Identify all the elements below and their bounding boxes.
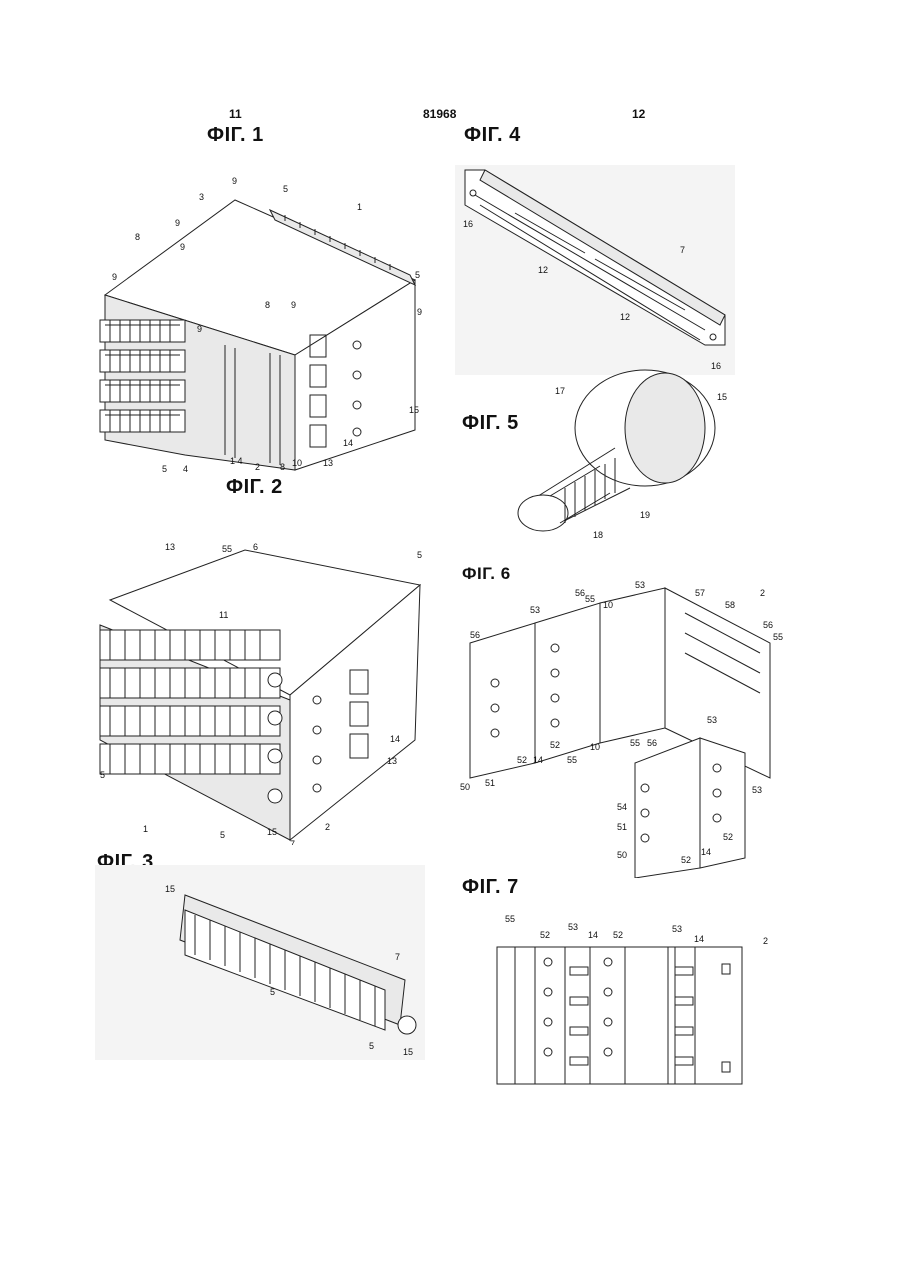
fig5-drawing: 17 15 19 18 bbox=[505, 368, 745, 548]
svg-text:10: 10 bbox=[603, 600, 613, 610]
svg-text:2: 2 bbox=[763, 936, 768, 946]
svg-text:56: 56 bbox=[763, 620, 773, 630]
svg-text:10: 10 bbox=[590, 742, 600, 752]
svg-text:14: 14 bbox=[588, 930, 598, 940]
svg-text:15: 15 bbox=[165, 884, 175, 894]
svg-text:55: 55 bbox=[505, 914, 515, 924]
svg-text:5: 5 bbox=[270, 987, 275, 997]
patent-number: 81968 bbox=[423, 107, 456, 121]
svg-text:2: 2 bbox=[760, 588, 765, 598]
svg-text:15: 15 bbox=[267, 827, 277, 837]
svg-text:13: 13 bbox=[387, 756, 397, 766]
svg-text:51: 51 bbox=[617, 822, 627, 832]
svg-text:51: 51 bbox=[485, 778, 495, 788]
svg-text:53: 53 bbox=[672, 924, 682, 934]
svg-text:9: 9 bbox=[175, 218, 180, 228]
svg-text:55: 55 bbox=[630, 738, 640, 748]
svg-text:5: 5 bbox=[417, 550, 422, 560]
svg-text:9: 9 bbox=[417, 307, 422, 317]
svg-text:52: 52 bbox=[517, 755, 527, 765]
fig2-drawing: 13556 5115 1515 7214 13 bbox=[95, 540, 435, 845]
svg-text:55: 55 bbox=[567, 755, 577, 765]
svg-text:17: 17 bbox=[555, 386, 565, 396]
svg-text:2: 2 bbox=[325, 822, 330, 832]
svg-text:55: 55 bbox=[222, 544, 232, 554]
svg-text:52: 52 bbox=[723, 832, 733, 842]
svg-text:9: 9 bbox=[197, 324, 202, 334]
svg-text:16: 16 bbox=[463, 219, 473, 229]
page-number-left: 11 bbox=[229, 107, 242, 121]
svg-text:56: 56 bbox=[647, 738, 657, 748]
svg-text:11: 11 bbox=[219, 610, 228, 620]
svg-text:55: 55 bbox=[773, 632, 783, 642]
svg-text:57: 57 bbox=[695, 588, 705, 598]
fig7-drawing: 55 52 53 14 52 53 14 2 bbox=[490, 912, 790, 1090]
svg-text:14: 14 bbox=[343, 438, 353, 448]
svg-text:15: 15 bbox=[403, 1047, 413, 1057]
svg-text:13: 13 bbox=[323, 458, 333, 468]
svg-text:12: 12 bbox=[538, 265, 548, 275]
svg-text:15: 15 bbox=[409, 405, 419, 415]
svg-text:12: 12 bbox=[620, 312, 630, 322]
svg-text:54: 54 bbox=[617, 802, 627, 812]
svg-text:52: 52 bbox=[540, 930, 550, 940]
svg-text:9: 9 bbox=[180, 242, 185, 252]
svg-text:5: 5 bbox=[162, 464, 167, 474]
svg-text:56: 56 bbox=[575, 588, 585, 598]
svg-text:53: 53 bbox=[635, 580, 645, 590]
svg-text:14: 14 bbox=[390, 734, 400, 744]
fig7-reference-numerals: 55 52 53 14 52 53 14 2 bbox=[505, 914, 768, 946]
svg-text:18: 18 bbox=[593, 530, 603, 540]
svg-text:52: 52 bbox=[681, 855, 691, 865]
svg-text:2: 2 bbox=[255, 462, 260, 472]
page-number-right: 12 bbox=[632, 107, 645, 121]
svg-text:1 4: 1 4 bbox=[230, 456, 243, 466]
svg-text:19: 19 bbox=[640, 510, 650, 520]
svg-text:3: 3 bbox=[199, 192, 204, 202]
fig1-drawing: 3 9 5 1 8 9 9 9 5 8 9 9 9 5 4 1 4 2 8 10 13 14 15 bbox=[95, 170, 435, 475]
fig6-drawing: 535655 10572 585655 565352 145510 505152… bbox=[455, 578, 795, 878]
svg-text:13: 13 bbox=[165, 542, 175, 552]
svg-text:6: 6 bbox=[253, 542, 258, 552]
fig1-title: ФІГ. 1 bbox=[207, 124, 264, 147]
svg-text:53: 53 bbox=[530, 605, 540, 615]
svg-text:9: 9 bbox=[112, 272, 117, 282]
fig7-title: ФІГ. 7 bbox=[462, 876, 519, 899]
svg-text:8: 8 bbox=[265, 300, 270, 310]
svg-text:5: 5 bbox=[220, 830, 225, 840]
svg-text:9: 9 bbox=[291, 300, 296, 310]
svg-text:7: 7 bbox=[290, 839, 295, 845]
svg-text:53: 53 bbox=[707, 715, 717, 725]
svg-text:7: 7 bbox=[680, 245, 685, 255]
svg-text:50: 50 bbox=[460, 782, 470, 792]
svg-text:1: 1 bbox=[143, 824, 148, 834]
svg-text:8: 8 bbox=[280, 462, 285, 472]
svg-text:5: 5 bbox=[415, 270, 420, 280]
svg-text:5: 5 bbox=[369, 1041, 374, 1051]
fig2-title: ФІГ. 2 bbox=[226, 476, 283, 499]
svg-text:52: 52 bbox=[550, 740, 560, 750]
svg-text:7: 7 bbox=[395, 952, 400, 962]
svg-text:8: 8 bbox=[135, 232, 140, 242]
svg-text:55: 55 bbox=[585, 594, 595, 604]
svg-text:5: 5 bbox=[283, 184, 288, 194]
svg-text:14: 14 bbox=[701, 847, 711, 857]
svg-text:58: 58 bbox=[725, 600, 735, 610]
svg-text:10: 10 bbox=[292, 458, 302, 468]
svg-text:14: 14 bbox=[533, 755, 543, 765]
svg-text:5: 5 bbox=[100, 770, 105, 780]
fig4-title: ФІГ. 4 bbox=[464, 124, 521, 147]
svg-text:52: 52 bbox=[613, 930, 623, 940]
svg-text:53: 53 bbox=[752, 785, 762, 795]
svg-text:15: 15 bbox=[717, 392, 727, 402]
svg-text:4: 4 bbox=[183, 464, 188, 474]
svg-text:53: 53 bbox=[568, 922, 578, 932]
svg-text:50: 50 bbox=[617, 850, 627, 860]
fig4-drawing: 16127 1216 bbox=[455, 165, 735, 375]
svg-text:1: 1 bbox=[357, 202, 362, 212]
svg-text:9: 9 bbox=[232, 176, 237, 186]
fig3-drawing: 15 7 5 5 15 bbox=[95, 865, 425, 1060]
svg-text:14: 14 bbox=[694, 934, 704, 944]
svg-text:56: 56 bbox=[470, 630, 480, 640]
